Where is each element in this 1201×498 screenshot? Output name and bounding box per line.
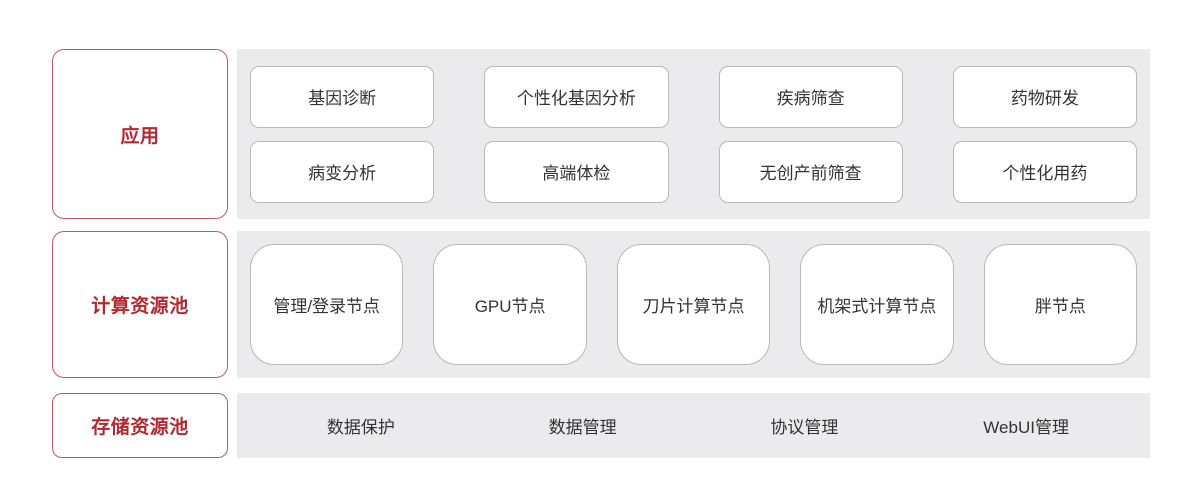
layer-label-storage-pool-text: 存储资源池 [91,417,189,438]
layer-label-storage-pool: 存储资源池 [52,393,228,458]
application-row-1: 基因诊断 个性化基因分析 疾病筛查 药物研发 [250,65,1137,128]
compute-band: 管理/登录节点 GPU节点 刀片计算节点 机架式计算节点 胖节点 [237,231,1150,378]
storage-band: 数据保护 数据管理 协议管理 WebUI管理 [237,393,1150,458]
storage-item-webui-management[interactable]: WebUI管理 [983,418,1069,437]
app-item-noninvasive-prenatal-screening[interactable]: 无创产前筛查 [718,140,903,203]
app-item-personalized-gene-analysis[interactable]: 个性化基因分析 [484,65,669,128]
storage-item-protocol-management[interactable]: 协议管理 [770,418,839,437]
storage-item-data-management[interactable]: 数据管理 [548,418,617,437]
compute-item-blade-compute-node[interactable]: 刀片计算节点 [616,244,771,365]
layer-label-compute-pool: 计算资源池 [52,231,228,378]
compute-item-rack-compute-node[interactable]: 机架式计算节点 [800,244,954,365]
application-row-2: 病变分析 高端体检 无创产前筛查 个性化用药 [250,140,1137,203]
compute-item-gpu-node[interactable]: GPU节点 [433,244,587,365]
app-item-premium-physical-exam[interactable]: 高端体检 [484,140,669,203]
app-item-gene-diagnosis[interactable]: 基因诊断 [250,65,435,128]
application-band: 基因诊断 个性化基因分析 疾病筛查 药物研发 病变分析 高端体检 无创产前筛查 … [237,49,1150,219]
storage-grid: 数据保护 数据管理 协议管理 WebUI管理 [237,393,1150,458]
storage-item-data-protection[interactable]: 数据保护 [326,418,395,437]
layer-label-application: 应用 [52,49,228,219]
app-item-disease-screening[interactable]: 疾病筛查 [718,65,903,128]
layer-label-compute-pool-text: 计算资源池 [91,296,189,317]
app-item-personalized-medication[interactable]: 个性化用药 [952,140,1137,203]
app-item-drug-research[interactable]: 药物研发 [952,65,1137,128]
app-item-lesion-analysis[interactable]: 病变分析 [250,140,435,203]
compute-grid: 管理/登录节点 GPU节点 刀片计算节点 机架式计算节点 胖节点 [237,231,1150,378]
compute-item-fat-node[interactable]: 胖节点 [983,244,1138,365]
application-grid: 基因诊断 个性化基因分析 疾病筛查 药物研发 病变分析 高端体检 无创产前筛查 … [237,49,1150,219]
compute-item-management-login-node[interactable]: 管理/登录节点 [250,244,404,365]
layer-label-application-text: 应用 [120,125,160,147]
